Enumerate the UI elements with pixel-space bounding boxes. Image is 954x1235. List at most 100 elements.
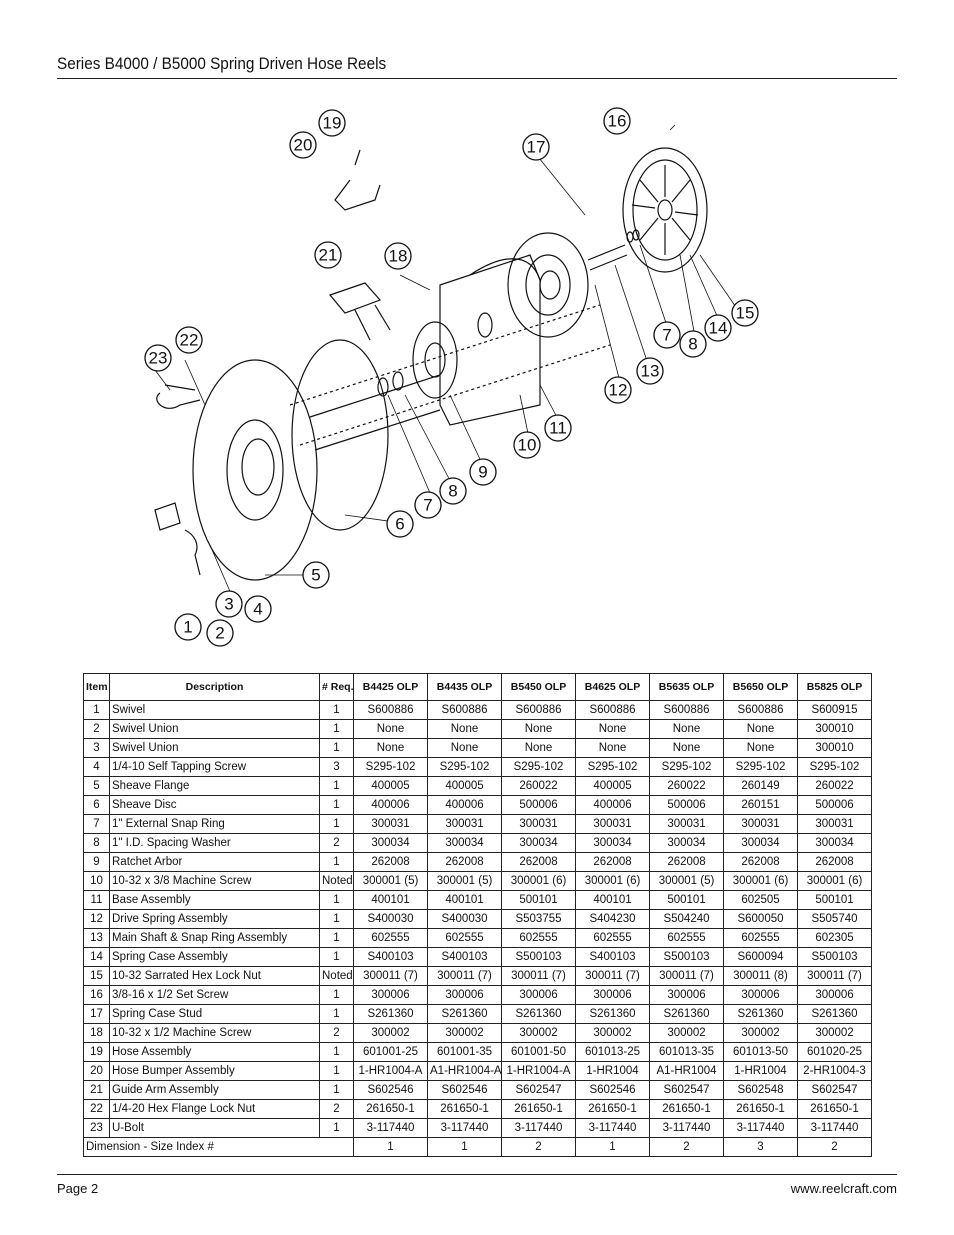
svg-text:18: 18 (389, 247, 408, 266)
part-number-cell: 400005 (427, 776, 502, 796)
part-number-cell: 300001 (5) (427, 871, 502, 891)
website-link[interactable]: www.reelcraft.com (790, 1181, 897, 1196)
dimension-value: 1 (427, 1137, 502, 1157)
part-number-cell: 262008 (649, 852, 724, 872)
part-number-cell: 300002 (723, 1023, 798, 1043)
col-header-description: Description (109, 673, 320, 701)
page-title: Series B4000 / B5000 Spring Driven Hose … (57, 54, 387, 73)
part-number-cell: S503755 (501, 909, 576, 929)
item-number-cell: 5 (83, 776, 110, 796)
item-number-cell: 14 (83, 947, 110, 967)
part-number-cell: 601020-25 (797, 1042, 872, 1062)
svg-text:7: 7 (662, 326, 671, 345)
part-number-cell: 601013-35 (649, 1042, 724, 1062)
part-number-cell: 500006 (797, 795, 872, 815)
description-cell: Base Assembly (109, 890, 320, 910)
svg-text:8: 8 (688, 335, 697, 354)
description-cell: 1/4-20 Hex Flange Lock Nut (109, 1099, 320, 1119)
swivel (154, 502, 201, 576)
callout-2: 2 (206, 619, 234, 647)
ratchet-arbor (412, 321, 458, 399)
quantity-cell: 1 (319, 1118, 354, 1138)
part-number-cell: S295-102 (575, 757, 650, 777)
part-number-cell: 602555 (427, 928, 502, 948)
quantity-cell: 1 (319, 1080, 354, 1100)
part-number-cell: S602547 (501, 1080, 576, 1100)
part-number-cell: 300034 (501, 833, 576, 853)
part-number-cell: None (649, 738, 724, 758)
part-number-cell: None (575, 719, 650, 739)
callout-9: 9 (469, 458, 497, 486)
guide-arm (328, 282, 391, 341)
callout-8: 8 (439, 477, 467, 505)
part-number-cell: S404230 (575, 909, 650, 929)
part-number-cell: 262008 (723, 852, 798, 872)
part-number-cell: S500103 (501, 947, 576, 967)
part-number-cell: 300031 (649, 814, 724, 834)
dimension-value: 1 (353, 1137, 428, 1157)
part-number-cell: S400103 (427, 947, 502, 967)
svg-text:3: 3 (224, 595, 233, 614)
svg-text:2: 2 (215, 624, 224, 643)
svg-text:13: 13 (641, 362, 660, 381)
quantity-cell: 1 (319, 1042, 354, 1062)
part-number-cell: 1-HR1004-A (353, 1061, 428, 1081)
item-number-cell: 8 (83, 833, 110, 853)
part-number-cell: S295-102 (427, 757, 502, 777)
part-number-cell: 400101 (575, 890, 650, 910)
description-cell: 10-32 Sarrated Hex Lock Nut (109, 966, 320, 986)
part-number-cell: 3-117440 (575, 1118, 650, 1138)
part-number-cell: S602547 (797, 1080, 872, 1100)
col-header-model: B4435 OLP (427, 673, 502, 701)
part-number-cell: 261650-1 (649, 1099, 724, 1119)
part-number-cell: 300006 (797, 985, 872, 1005)
callout-23: 23 (144, 344, 172, 372)
callout-18: 18 (384, 242, 412, 270)
part-number-cell: 262008 (575, 852, 650, 872)
part-number-cell: None (501, 719, 576, 739)
callout-6: 6 (386, 510, 414, 538)
callout-16: 16 (603, 107, 631, 135)
quantity-cell: 2 (319, 833, 354, 853)
part-number-cell: 300031 (427, 814, 502, 834)
part-number-cell: 300006 (649, 985, 724, 1005)
part-number-cell: 601001-25 (353, 1042, 428, 1062)
part-number-cell: 400006 (427, 795, 502, 815)
quantity-cell: 1 (319, 719, 354, 739)
col-header-item: Item # (83, 673, 110, 701)
part-number-cell: 400005 (353, 776, 428, 796)
item-number-cell: 13 (83, 928, 110, 948)
part-number-cell: 300006 (501, 985, 576, 1005)
description-cell: Sheave Flange (109, 776, 320, 796)
part-number-cell: 601013-50 (723, 1042, 798, 1062)
col-header-req: # Req. (319, 673, 354, 701)
part-number-cell: S400030 (427, 909, 502, 929)
col-header-model: B5635 OLP (649, 673, 724, 701)
part-number-cell: 3-117440 (427, 1118, 502, 1138)
part-number-cell: 500006 (649, 795, 724, 815)
description-cell: 1" I.D. Spacing Washer (109, 833, 320, 853)
parts-table: Item # Description # Req. B4425 OLP B443… (83, 673, 872, 1157)
part-number-cell: S600886 (427, 700, 502, 720)
col-header-model: B4425 OLP (353, 673, 428, 701)
callout-19: 19 (318, 109, 346, 137)
callout-8b: 8 (679, 330, 707, 358)
part-number-cell: 300010 (797, 738, 872, 758)
part-number-cell: 300034 (427, 833, 502, 853)
description-cell: Main Shaft & Snap Ring Assembly (109, 928, 320, 948)
svg-text:20: 20 (294, 136, 313, 155)
part-number-cell: None (575, 738, 650, 758)
part-number-cell: S500103 (797, 947, 872, 967)
svg-text:16: 16 (608, 112, 627, 131)
description-cell: Guide Arm Assembly (109, 1080, 320, 1100)
part-number-cell: S602546 (427, 1080, 502, 1100)
description-cell: Swivel Union (109, 719, 320, 739)
quantity-cell: 1 (319, 890, 354, 910)
part-number-cell: 300031 (723, 814, 798, 834)
part-number-cell: 262008 (353, 852, 428, 872)
part-number-cell: S400030 (353, 909, 428, 929)
svg-text:17: 17 (527, 138, 546, 157)
part-number-cell: 300034 (723, 833, 798, 853)
